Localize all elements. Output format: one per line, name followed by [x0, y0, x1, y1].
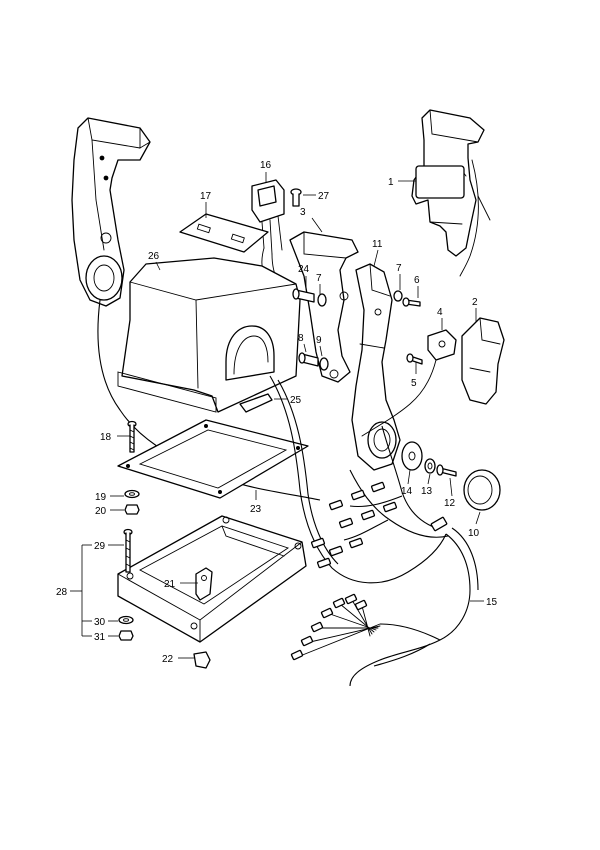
clip — [195, 567, 213, 601]
callout-19: 19 — [95, 492, 107, 503]
washer — [424, 458, 436, 474]
callout-4: 4 — [437, 307, 443, 318]
screw — [290, 188, 302, 207]
nut — [118, 630, 134, 641]
side-mount-control-unit — [411, 109, 491, 277]
callout-2: 2 — [472, 297, 478, 308]
grip-cover — [461, 317, 505, 405]
clamp — [193, 651, 211, 669]
callout-12: 12 — [444, 498, 456, 509]
switch — [251, 179, 285, 283]
callout-9: 9 — [316, 335, 322, 346]
callout-16: 16 — [260, 160, 272, 171]
plate — [401, 441, 423, 471]
callout-21: 21 — [164, 579, 176, 590]
nut — [124, 504, 140, 515]
callout-7-bracket: 7 — [316, 273, 322, 284]
screw-washer-set-upper — [292, 288, 327, 307]
screw — [123, 528, 133, 573]
bolt — [402, 297, 421, 307]
callout-25: 25 — [290, 395, 302, 406]
plate — [179, 213, 269, 253]
leader-lines — [70, 172, 484, 659]
cap — [463, 469, 501, 511]
callout-17: 17 — [200, 191, 212, 202]
callout-7-washer: 7 — [396, 263, 402, 274]
callout-30: 30 — [94, 617, 106, 628]
callout-31: 31 — [94, 632, 106, 643]
bracket — [289, 231, 359, 383]
callout-24: 24 — [298, 264, 310, 275]
callout-15: 15 — [486, 597, 498, 608]
callout-14: 14 — [401, 486, 413, 497]
callout-23: 23 — [250, 504, 262, 515]
callout-8: 8 — [298, 333, 304, 344]
callout-18: 18 — [100, 432, 112, 443]
callout-26: 26 — [148, 251, 160, 262]
screw — [406, 353, 423, 365]
callout-13: 13 — [421, 486, 433, 497]
lever-arm — [351, 263, 401, 471]
callout-6: 6 — [414, 275, 420, 286]
cover — [117, 257, 301, 413]
wiring-harness — [269, 375, 479, 687]
callout-22: 22 — [162, 654, 174, 665]
callout-1: 1 — [388, 177, 394, 188]
washer — [393, 290, 403, 302]
screw — [127, 420, 137, 453]
gasket — [117, 419, 309, 499]
left-control-lever — [71, 117, 151, 307]
callout-3: 3 — [300, 207, 306, 218]
callout-29: 29 — [94, 541, 106, 552]
screw-washer-set-lower — [298, 352, 329, 371]
neutral-switch — [361, 329, 457, 437]
callout-11: 11 — [372, 239, 383, 250]
callout-5: 5 — [411, 378, 417, 389]
callout-10: 10 — [468, 528, 480, 539]
bolt — [436, 464, 457, 477]
washer — [124, 489, 140, 499]
callout-labels: 1 2 3 4 5 6 7 7 8 9 10 11 12 13 14 15 16… — [56, 160, 498, 665]
callout-28: 28 — [56, 587, 68, 598]
bracket — [239, 393, 273, 413]
callout-27: 27 — [318, 191, 330, 202]
washer — [118, 615, 134, 625]
callout-20: 20 — [95, 506, 107, 517]
